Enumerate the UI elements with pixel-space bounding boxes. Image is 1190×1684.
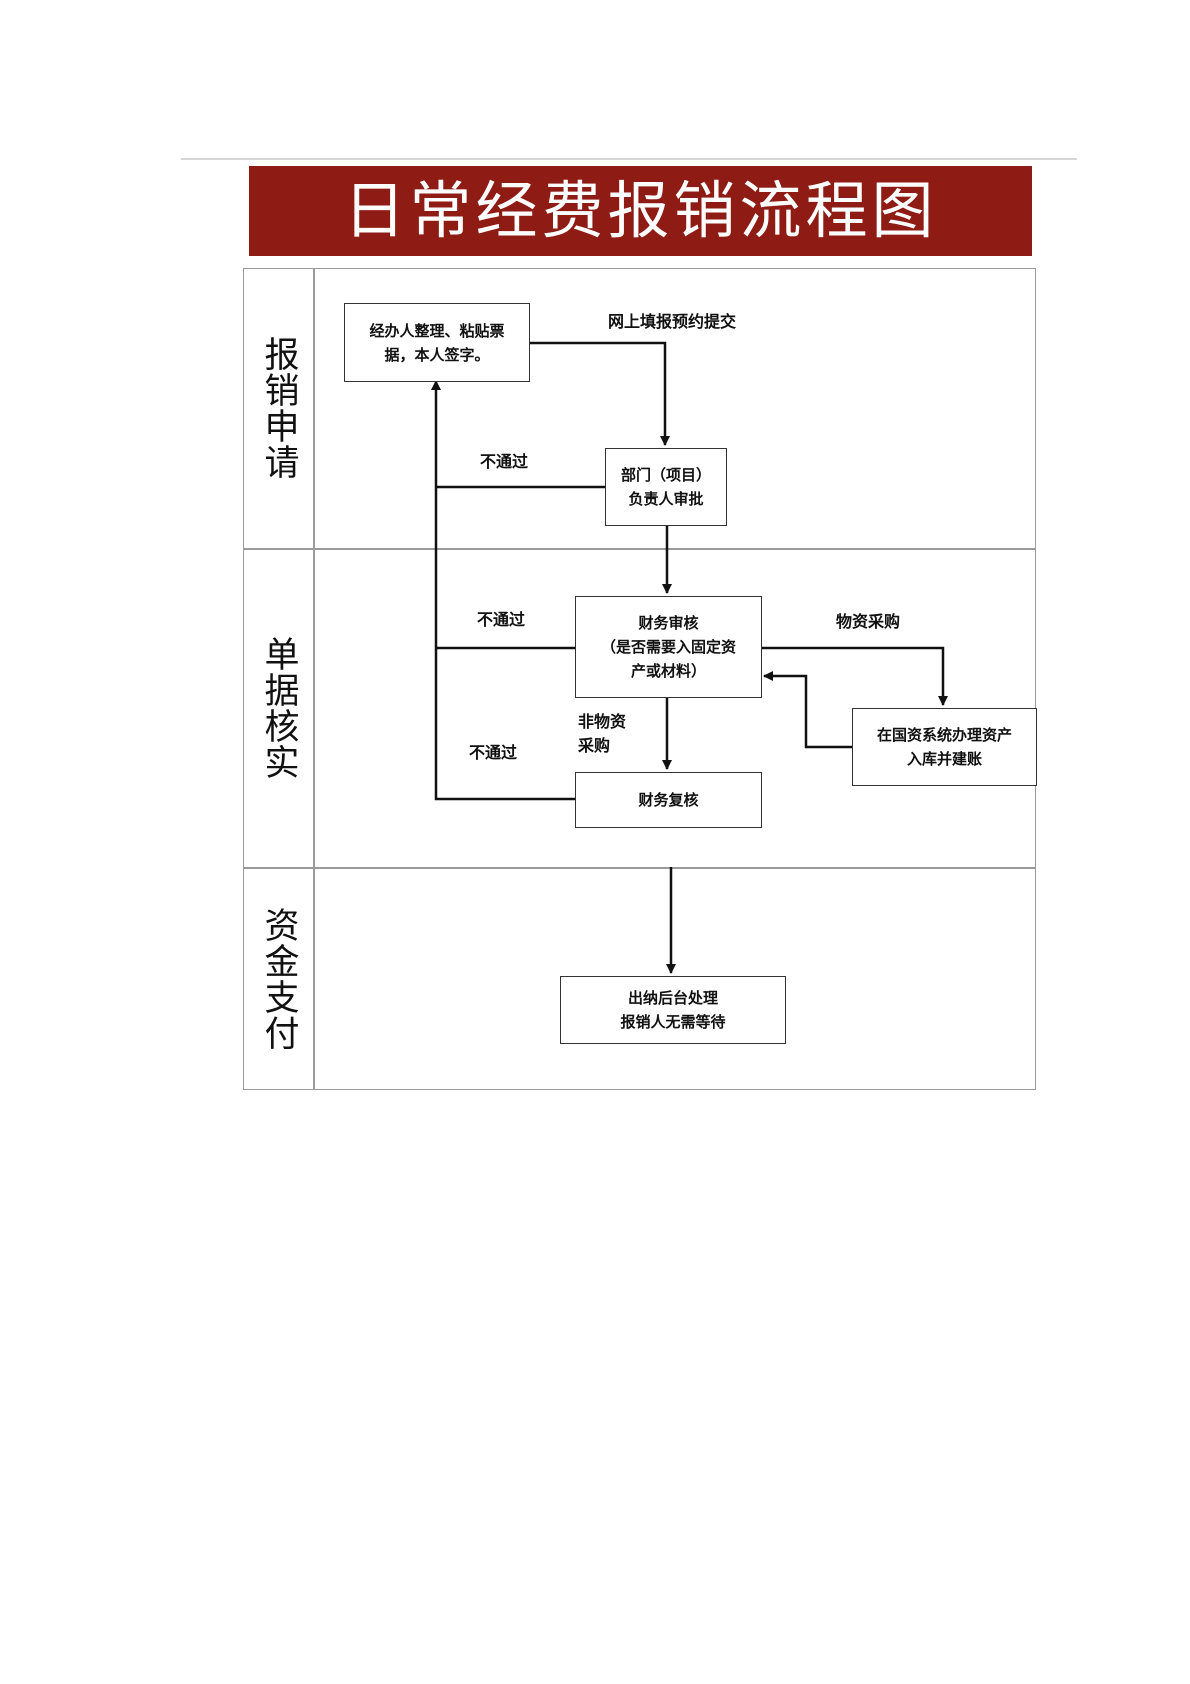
reject-line-recheck <box>431 380 575 801</box>
lane-divider-2 <box>243 867 1036 869</box>
label-reject-dept: 不通过 <box>480 452 529 471</box>
node-finance-review: 财务审核 （是否需要入固定资 产或材料） <box>575 596 762 698</box>
node-dept-approval: 部门（项目） 负责人审批 <box>605 448 727 526</box>
lane-divider-1 <box>243 548 1036 550</box>
label-material-purchase: 物资采购 <box>836 612 901 631</box>
lane-label-text: 资金支付 <box>258 906 299 1051</box>
title-banner: 日常经费报销流程图 <box>249 166 1032 256</box>
lane-label-text: 单据核实 <box>258 635 299 780</box>
node-finance-recheck: 财务复核 <box>575 772 762 828</box>
lane-label-text: 报销申请 <box>258 336 299 480</box>
arrow-to-asset-system <box>762 646 948 706</box>
node-organize-receipts: 经办人整理、粘贴票 据，本人签字。 <box>344 303 530 382</box>
swimlane-frame <box>243 268 1036 1090</box>
node-cashier: 出纳后台处理 报销人无需等待 <box>560 976 786 1044</box>
page-title: 日常经费报销流程图 <box>343 174 938 247</box>
lane-label-payment: 资金支付 <box>243 867 313 1090</box>
label-submit-online: 网上填报预约提交 <box>608 312 737 331</box>
lane-label-application: 报销申请 <box>243 268 313 548</box>
arrow-asset-back-to-finance <box>763 671 852 749</box>
node-asset-system: 在国资系统办理资产 入库并建账 <box>852 708 1037 786</box>
label-reject-recheck: 不通过 <box>469 743 518 762</box>
label-reject-finance: 不通过 <box>477 610 526 629</box>
arrow-submit-to-dept <box>530 341 670 446</box>
top-divider-line <box>181 158 1077 160</box>
label-non-material: 非物资 采购 <box>578 712 627 755</box>
lane-label-verification: 单据核实 <box>243 548 313 867</box>
lane-label-separator <box>313 268 315 1090</box>
